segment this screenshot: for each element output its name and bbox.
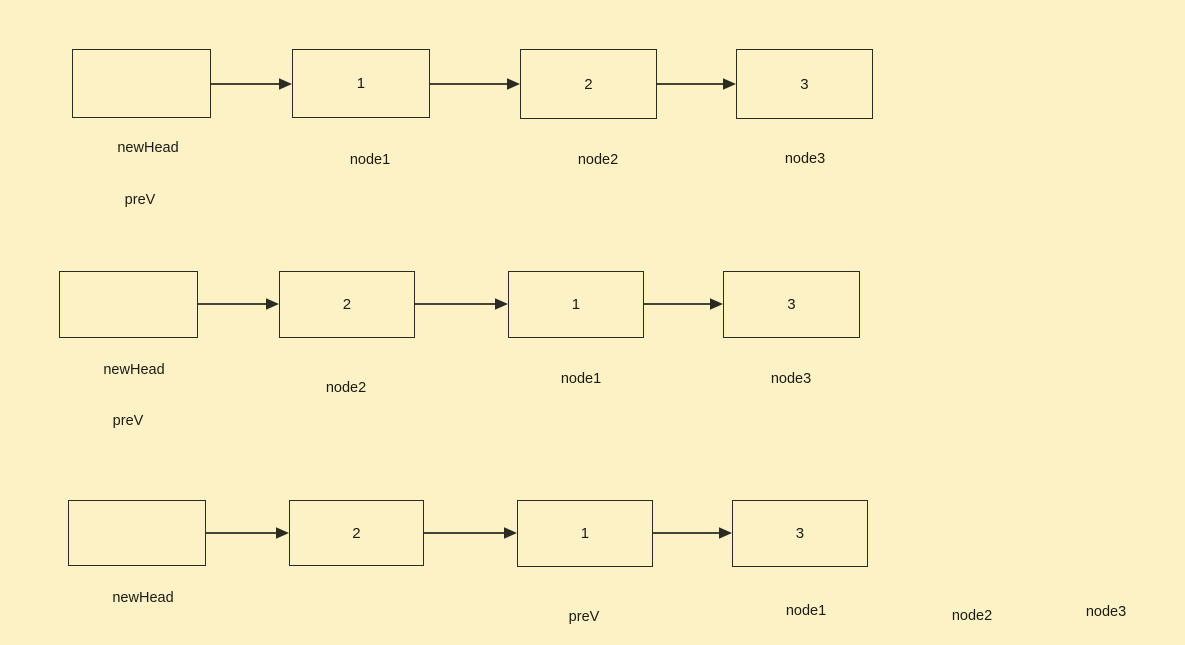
caption-newhead: newHead <box>117 140 179 156</box>
caption-node3: node3 <box>770 371 812 387</box>
node-value: 2 <box>352 524 361 542</box>
node-value: 1 <box>580 525 590 542</box>
node-box-1: 1 <box>292 49 430 118</box>
caption-node1: node1 <box>785 603 827 619</box>
caption-prev: preV <box>568 609 600 625</box>
arrow-2-to-1 <box>424 526 517 540</box>
caption-node2: node2 <box>325 380 367 396</box>
caption-node2: node2 <box>951 608 993 624</box>
node-value: 1 <box>571 296 581 313</box>
node-value: 2 <box>584 75 593 93</box>
caption-newhead: newHead <box>112 590 174 606</box>
node-box-2: 2 <box>279 271 415 338</box>
node-box-3: 3 <box>723 271 860 338</box>
arrow-newhead-to-2 <box>206 526 289 540</box>
caption-node3: node3 <box>1085 604 1127 620</box>
newhead-box <box>68 500 206 566</box>
caption-prev: preV <box>124 192 156 208</box>
arrow-1-to-3 <box>653 526 732 540</box>
caption-node1: node1 <box>560 371 602 387</box>
caption-prev: preV <box>112 413 144 429</box>
node-value: 3 <box>795 525 805 542</box>
newhead-box <box>72 49 211 118</box>
caption-node1: node1 <box>349 152 391 168</box>
node-value: 1 <box>356 75 366 92</box>
node-box-1: 1 <box>517 500 653 567</box>
node-box-3: 3 <box>736 49 873 119</box>
node-box-2: 2 <box>520 49 657 119</box>
newhead-box <box>59 271 198 338</box>
caption-newhead: newHead <box>103 362 165 378</box>
caption-node3: node3 <box>784 151 826 167</box>
node-box-2: 2 <box>289 500 424 566</box>
node-value: 3 <box>800 75 809 93</box>
node-value: 3 <box>787 296 796 313</box>
node-value: 2 <box>342 296 352 313</box>
node-box-3: 3 <box>732 500 868 567</box>
node-box-1: 1 <box>508 271 644 338</box>
caption-node2: node2 <box>577 152 619 168</box>
